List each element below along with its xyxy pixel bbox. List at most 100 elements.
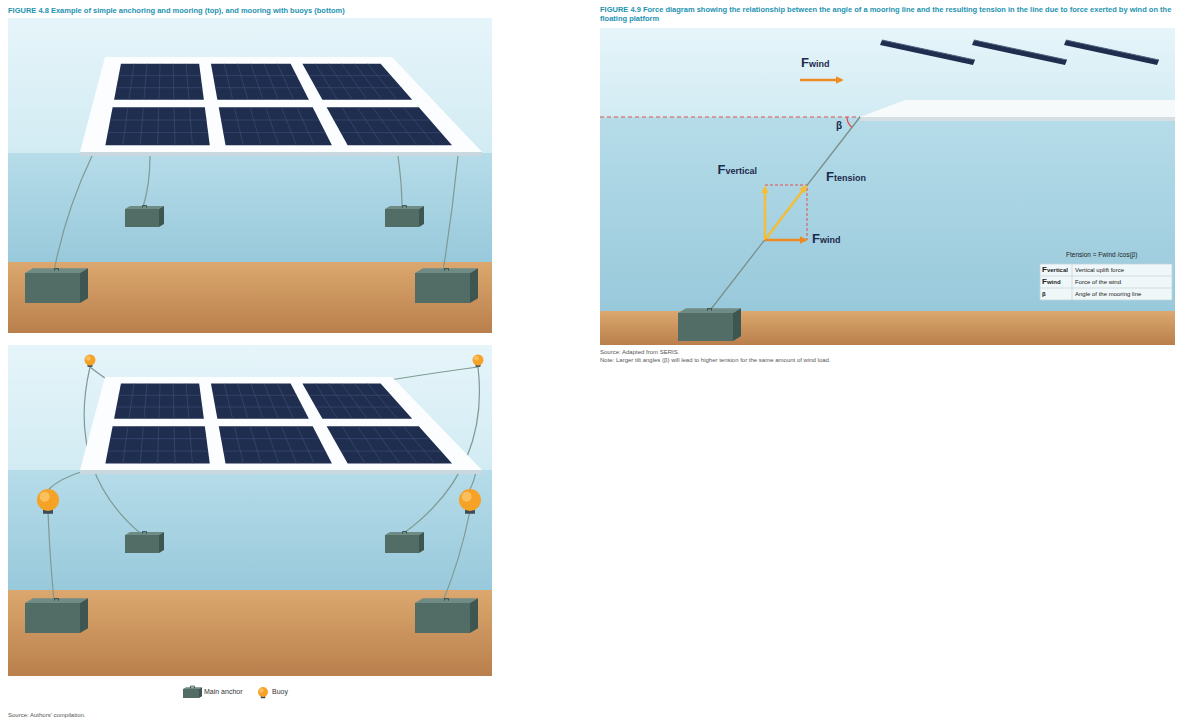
legend-label: Buoy <box>272 688 288 696</box>
panel-grid <box>215 87 303 88</box>
buoy <box>473 355 484 366</box>
panel-grid <box>119 75 201 76</box>
anchor-side <box>159 206 164 227</box>
panel-grid <box>224 384 232 419</box>
tilted-panel <box>1064 40 1159 65</box>
panel-grid <box>368 384 398 419</box>
panel-grid <box>129 384 134 419</box>
note-text: Note: Larger tilt angles (β) will lead t… <box>600 357 831 364</box>
panel-grid <box>388 107 417 145</box>
anchor-side <box>419 532 424 553</box>
anchor-eye <box>708 309 712 311</box>
anchor-eye <box>191 686 195 688</box>
panel-grid <box>223 451 325 452</box>
panel-grid <box>309 395 391 396</box>
solar-panel <box>105 426 209 463</box>
anchor-top <box>125 532 164 535</box>
panel-grid <box>215 407 303 408</box>
component-box-dashed <box>765 185 807 240</box>
anchor-block <box>415 273 470 303</box>
mooring-line <box>398 156 402 207</box>
legend-label: Main anchor <box>204 688 243 696</box>
panel-grid <box>158 426 159 463</box>
anchor-side <box>470 598 478 633</box>
anchor-block <box>183 689 199 698</box>
solar-panel <box>105 107 209 145</box>
panel-grid <box>264 384 278 419</box>
anchor-side <box>159 532 164 553</box>
panel-grid <box>309 75 391 76</box>
panel-grid <box>342 426 365 463</box>
panel-grid <box>140 107 143 145</box>
panel-grid <box>189 107 192 145</box>
anchor-side <box>80 598 88 633</box>
panel-grid <box>328 384 352 419</box>
anchor-eye <box>143 206 147 208</box>
solar-panel <box>219 426 332 463</box>
panel-grid <box>110 120 206 121</box>
anchor-side <box>733 308 741 341</box>
solar-panel <box>327 426 452 463</box>
panel-grid <box>373 426 400 463</box>
panel-grid <box>342 107 365 145</box>
anchor-eye <box>445 599 449 601</box>
anchor-top <box>385 206 424 209</box>
mooring-line <box>390 367 478 380</box>
panel-grid <box>251 384 263 419</box>
panel-grid <box>174 107 176 145</box>
panel-edge <box>1066 40 1159 60</box>
panel-grid <box>158 107 159 145</box>
anchor-eye <box>403 206 407 208</box>
platform-edge <box>80 470 482 474</box>
panel-edge <box>882 40 975 60</box>
formula: Ftension = Fwind /cos(β) <box>1066 251 1137 259</box>
panel-grid <box>334 438 430 439</box>
panel-edge <box>974 40 1067 60</box>
panel-grid <box>341 451 441 452</box>
solar-panel <box>302 384 412 419</box>
panel-grid <box>250 426 261 463</box>
panel-grid <box>173 64 175 100</box>
panel-grid <box>140 426 143 463</box>
anchor-block <box>678 313 733 341</box>
panel-grid <box>264 64 278 100</box>
panel-grid <box>315 384 337 419</box>
force-label: Ftension <box>826 170 866 184</box>
panel-grid <box>297 107 314 145</box>
solar-panel <box>114 384 204 419</box>
water <box>8 153 492 262</box>
panel-grid <box>108 451 208 452</box>
buoy-highlight <box>474 356 479 361</box>
solar-panel <box>219 107 332 145</box>
panel-grid <box>277 384 293 419</box>
anchor-block <box>415 603 470 633</box>
panel-grid <box>342 384 368 419</box>
anchor-block <box>125 209 159 227</box>
buoy <box>37 489 59 511</box>
solar-panel <box>327 107 452 145</box>
buoy <box>258 687 268 697</box>
source-note: Source: Authors' compilation. <box>8 712 86 719</box>
anchor-eye <box>55 599 59 601</box>
tension-arrow <box>765 186 806 240</box>
tilted-panel <box>972 40 1067 65</box>
panel-grid <box>129 64 134 100</box>
panel-grid <box>368 64 398 100</box>
buoy <box>85 355 96 366</box>
panel-grid <box>355 64 383 100</box>
table-cell: Vertical uplift force <box>1075 265 1124 275</box>
panel-grid <box>266 107 279 145</box>
force-label: Fwind <box>801 56 829 70</box>
table-rule <box>1040 276 1172 277</box>
anchor-block <box>125 535 159 553</box>
platform-edge <box>860 117 1175 121</box>
solar-panel <box>114 64 204 100</box>
panel-grid <box>237 384 247 419</box>
anchor-top <box>415 268 478 273</box>
solar-panel <box>302 64 412 100</box>
panel-grid <box>223 132 325 133</box>
panel-grid <box>373 107 400 145</box>
angle-label: β <box>836 120 842 132</box>
figure-title: FIGURE 4.8 Example of simple anchoring a… <box>8 6 488 15</box>
